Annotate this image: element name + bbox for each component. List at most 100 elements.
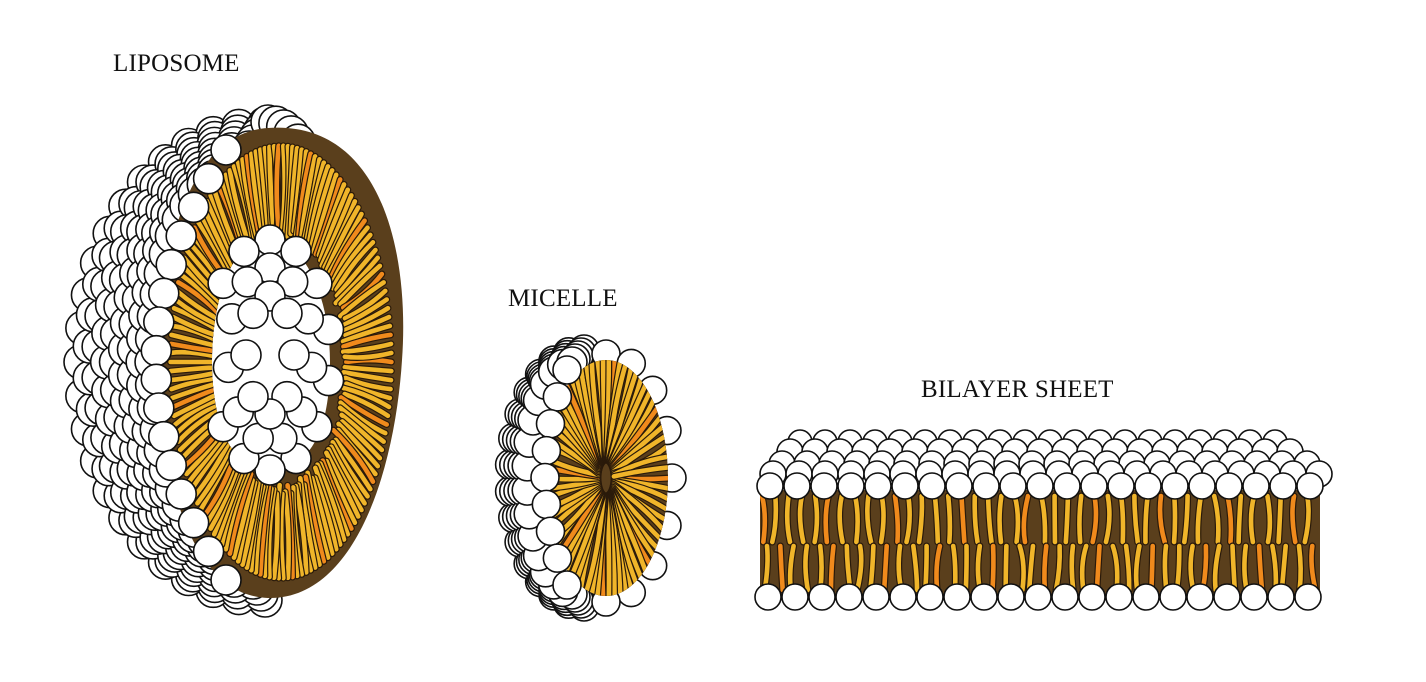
lipid-tail (271, 491, 280, 581)
lipid-tail (1077, 493, 1084, 545)
bilayer-upper-leaflet-head (1161, 472, 1189, 500)
lipid-tail (177, 271, 222, 311)
bilayer-upper-leaflet-head (999, 472, 1027, 500)
lipid-tail (340, 305, 391, 334)
bilayer-lower-leaflet-head (1078, 583, 1106, 611)
liposome-inner-head (278, 339, 310, 371)
micelle-rim-head (531, 435, 562, 466)
lipid-tail (611, 464, 668, 479)
micelle-rim-head (535, 516, 566, 547)
lipid-tail (340, 341, 394, 355)
liposome-inner-head (237, 380, 269, 413)
lipid-tail (1162, 543, 1169, 593)
lipid-tail (195, 445, 233, 506)
lipid-tail (1174, 543, 1182, 593)
liposome-inner-head (276, 266, 309, 298)
liposome-inner-head (231, 266, 264, 298)
lipid-tail (1290, 493, 1298, 545)
bilayer-lower-leaflet-head (808, 583, 836, 611)
liposome-rim-head (192, 535, 225, 568)
bilayer-lower-leaflet-head (1051, 583, 1079, 611)
bilayer-upper-leaflet-head (1026, 472, 1054, 500)
lipid-tail (333, 437, 373, 492)
lipid-tail (334, 240, 376, 292)
lipid-tail (174, 288, 222, 323)
lipid-tail (1211, 493, 1221, 545)
lipid-tail (760, 493, 768, 545)
bilayer-lower-leaflet-head (1132, 583, 1160, 611)
lipid-tail (1090, 493, 1099, 545)
lipid-tail (1256, 543, 1265, 593)
lipid-tail (997, 493, 1004, 545)
liposome-inner-head (280, 235, 312, 268)
lipid-tail (278, 491, 286, 581)
micelle-label: MICELLE (508, 285, 618, 312)
liposome-inner-head (230, 339, 262, 371)
lipid-tail (293, 483, 309, 575)
lipid-tail (1195, 493, 1204, 545)
bilayer-lower-leaflet-head (862, 583, 890, 611)
lipid-tail (803, 543, 811, 593)
lipid-tail (972, 493, 980, 545)
lipid-tail (1171, 493, 1178, 545)
lipid-tail (1296, 543, 1303, 593)
micelle-rim-heads (530, 355, 582, 600)
lipid-tail (1143, 493, 1150, 545)
lipid-tail (916, 493, 925, 545)
liposome-rim-head (192, 162, 225, 195)
bilayer-lower-leaflet-head (781, 583, 809, 611)
lipid-tail (1265, 493, 1273, 545)
lipid-tail (328, 444, 367, 506)
lipid-tail (344, 381, 393, 401)
micelle-rim-head (535, 408, 566, 439)
lipid-tail (192, 442, 230, 499)
liposome-rim-head (177, 191, 210, 224)
bilayer-upper-leaflet-head (1242, 472, 1270, 500)
lipid-tail (319, 193, 354, 268)
lipid-tail (778, 543, 786, 593)
lipid-tail (1242, 543, 1249, 593)
lipid-tail (945, 493, 953, 545)
lipid-tail (932, 493, 941, 545)
lipid-tail (1103, 493, 1112, 545)
lipid-tail (339, 412, 385, 453)
lipid-tail (985, 493, 994, 545)
bilayer-upper-leaflet-head (1107, 472, 1135, 500)
bilayer-lower-leaflet-head (997, 583, 1025, 611)
lipid-tail (342, 364, 394, 374)
lipid-tail (1118, 493, 1126, 545)
micelle-rim-head (552, 355, 582, 385)
lipid-tail (227, 471, 254, 556)
liposome-rim-head (143, 392, 175, 424)
lipid-tail (168, 341, 217, 354)
bilayer-lower-leaflet-head (1024, 583, 1052, 611)
lipid-tail (338, 400, 388, 436)
bilayer-lower-leaflet-head (943, 583, 971, 611)
lipid-tail (312, 475, 339, 552)
liposome-rim-head (165, 220, 197, 252)
bilayer-lower-leaflet-head (889, 583, 917, 611)
lipid-tail (309, 475, 335, 556)
bilayer-upper-leaflet-head (1296, 472, 1324, 500)
bilayer-front-heads (754, 472, 1324, 611)
liposome-rim-head (143, 306, 175, 338)
liposome-rim-head (165, 478, 197, 510)
lipid-tail (343, 375, 393, 392)
lipid-tail (169, 332, 217, 348)
liposome-inner-heads (207, 224, 345, 486)
bilayer-upper-leaflet-head (918, 472, 946, 500)
bilayer-upper-leaflet-head (1134, 472, 1162, 500)
lipid-tail (1017, 543, 1026, 593)
bilayer-lower-leaflet-head (916, 583, 944, 611)
lipid-tail (324, 458, 358, 525)
lipid-tail (171, 391, 221, 419)
lipid-tail (923, 543, 929, 593)
lipid-tail (959, 493, 967, 545)
lipid-tail (1094, 543, 1102, 593)
lipid-tail (911, 543, 920, 593)
bilayer-lower-leaflet-head (1159, 583, 1187, 611)
lipid-tail (330, 440, 370, 499)
lipid-tail (342, 350, 394, 360)
micelle-illustration (494, 334, 687, 622)
